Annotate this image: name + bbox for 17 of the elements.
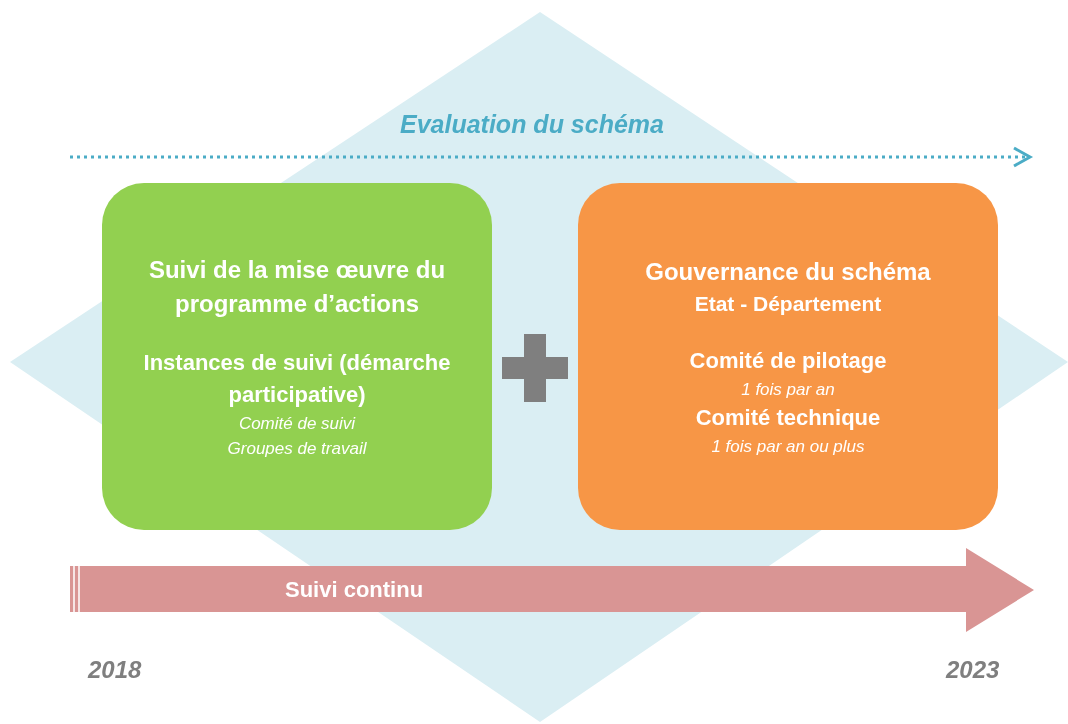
box-heading: Suivi de la mise œuvre du programme d’actions xyxy=(147,254,447,319)
item-heading: Comité de pilotage xyxy=(689,346,887,375)
rounded-box xyxy=(102,183,492,530)
item-heading: Comité technique xyxy=(695,403,881,432)
year-label: 2023 xyxy=(946,656,1000,684)
timeline-arrow xyxy=(70,548,1034,632)
box-subheading: Etat - Département xyxy=(694,290,882,317)
item-text: Groupes de travail xyxy=(227,437,367,460)
item-text: Comité de suivi xyxy=(238,412,356,435)
arrow-label: Evaluation du schéma xyxy=(400,110,664,139)
rounded-box xyxy=(578,183,998,530)
item-note: 1 fois par an ou plus xyxy=(711,435,865,458)
box-heading: Gouvernance du schéma xyxy=(645,256,931,287)
item-note: 1 fois par an xyxy=(741,378,835,401)
arrow-label: Suivi continu xyxy=(285,576,424,604)
year-label: 2018 xyxy=(88,656,142,684)
box-subheading: Instances de suivi (démarche participative) xyxy=(142,348,452,409)
